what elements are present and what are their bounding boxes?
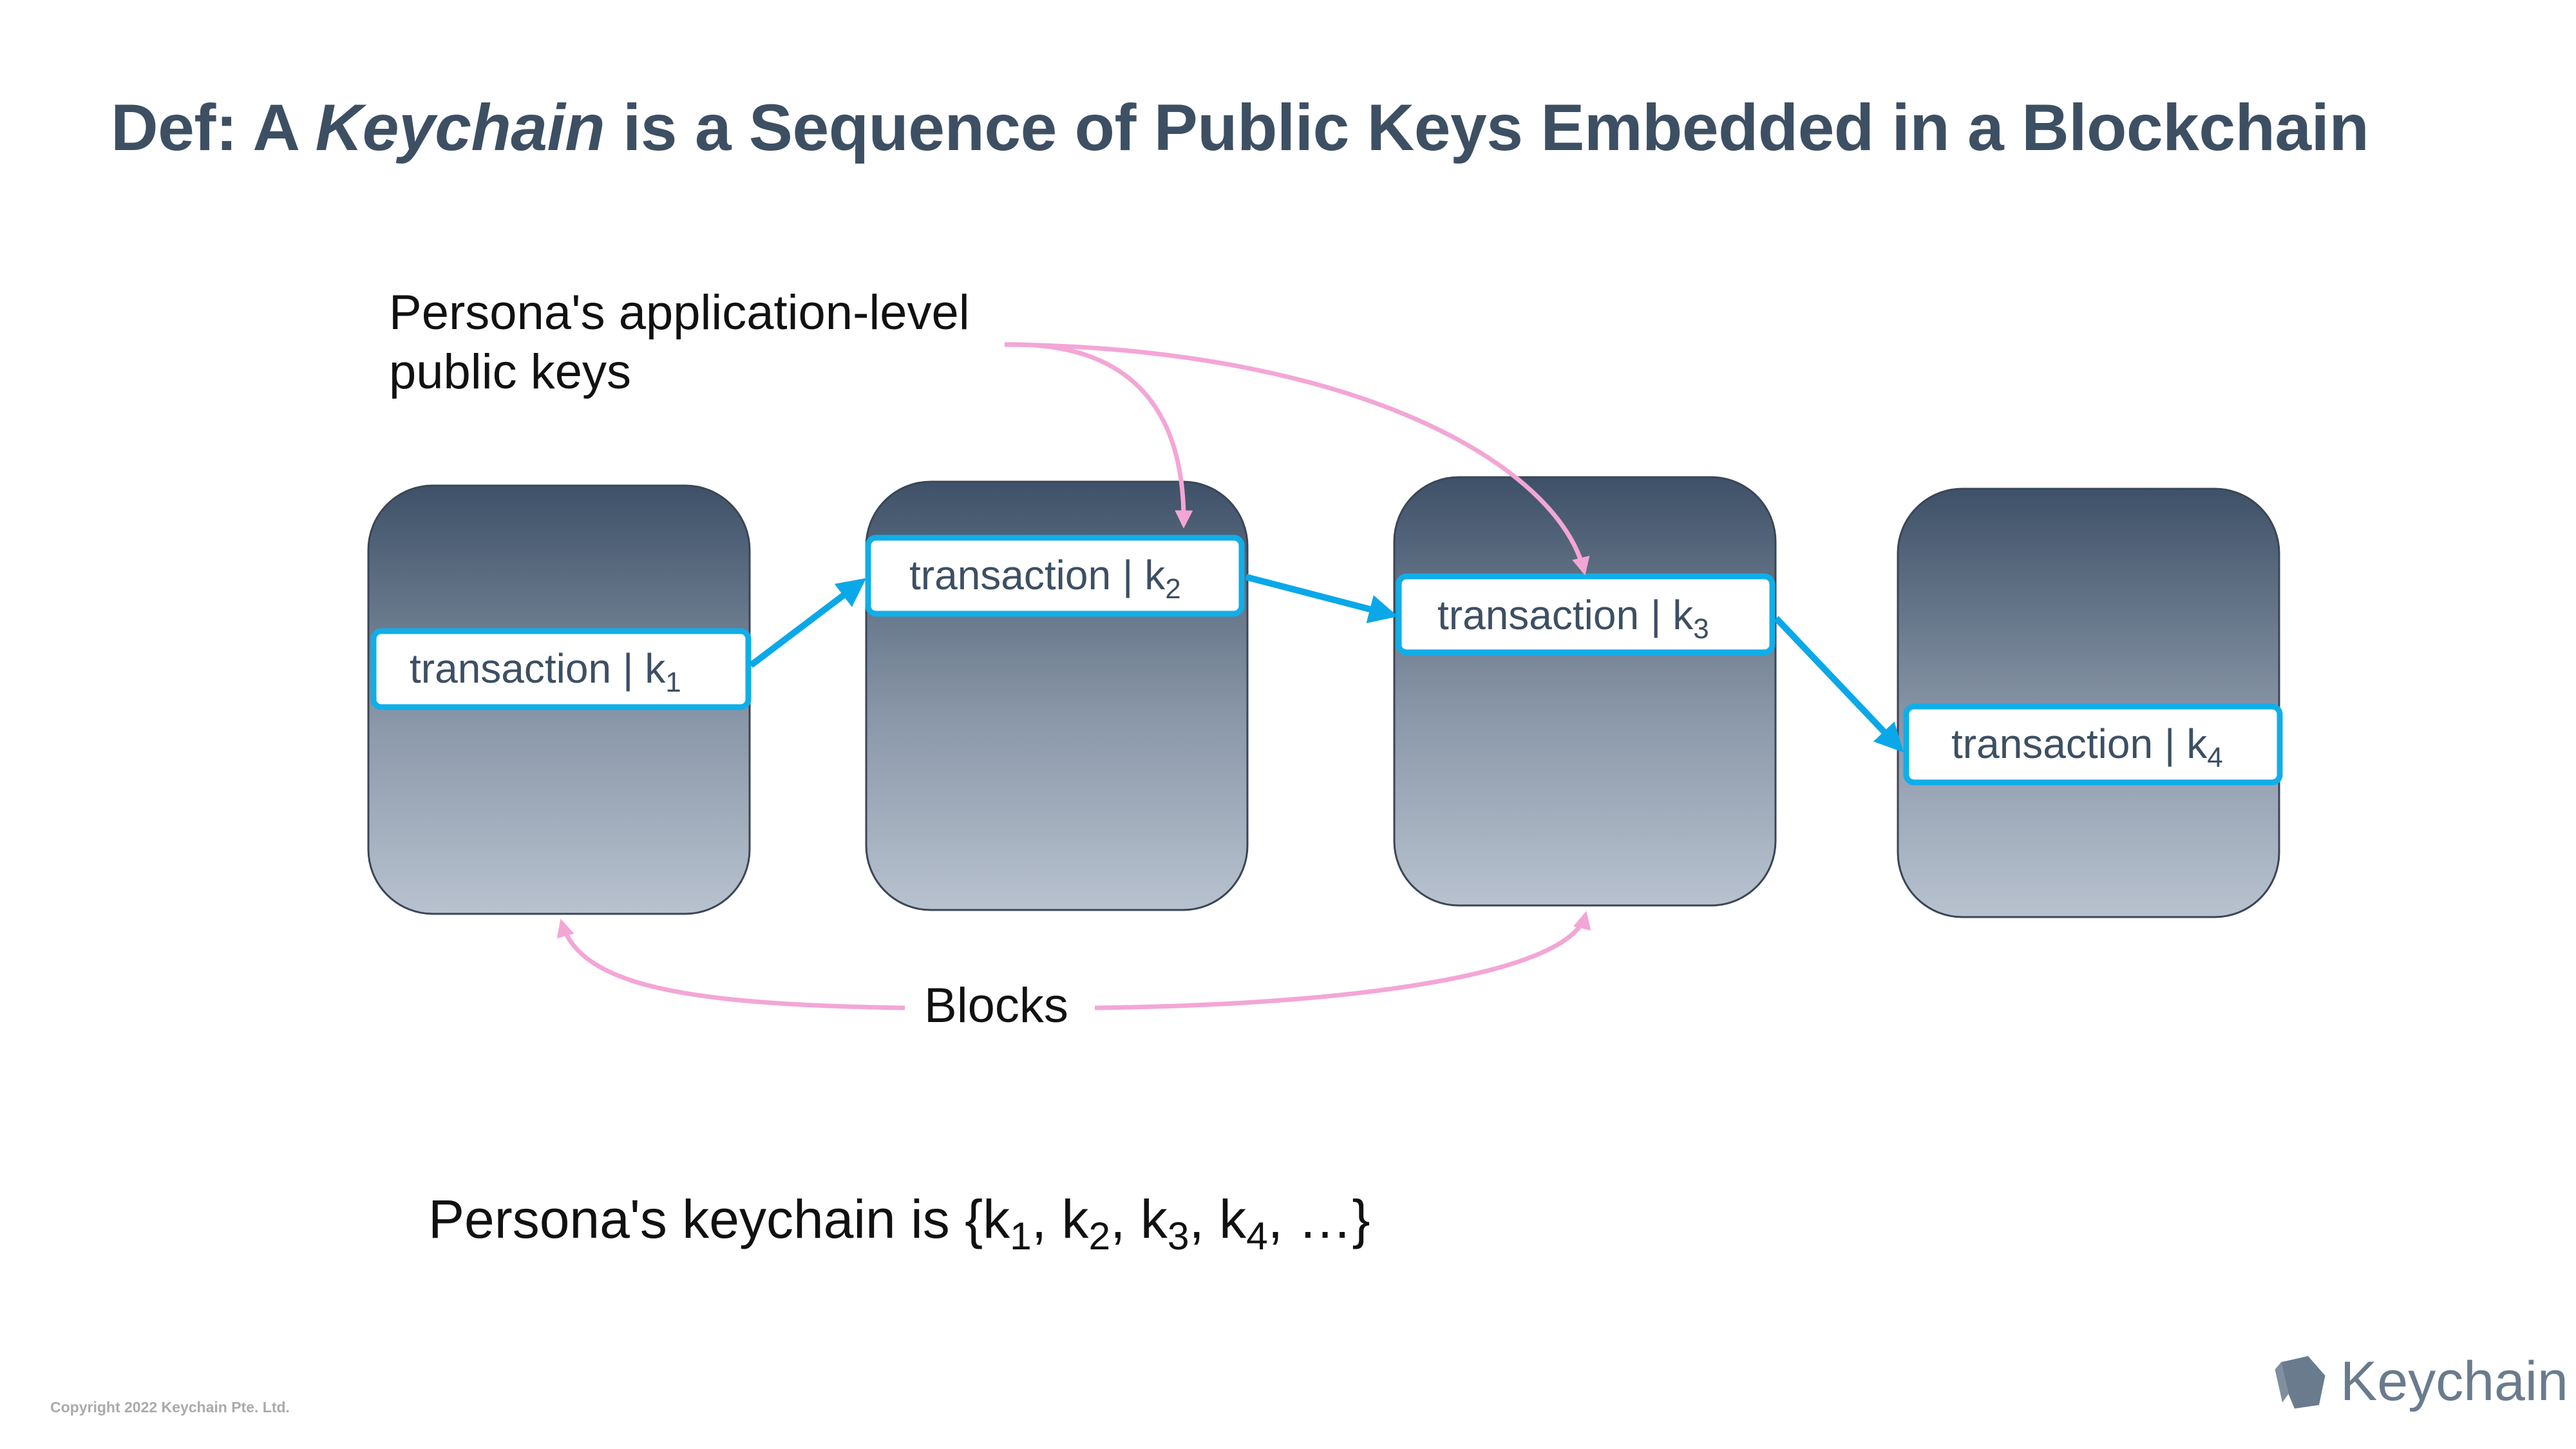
brand-logo: Keychain	[2270, 1346, 2568, 1417]
copyright-notice: Copyright 2022 Keychain Pte. Ltd.	[50, 1399, 290, 1416]
brand-name: Keychain	[2340, 1350, 2568, 1412]
svg-text:transaction | k3: transaction | k3	[1437, 592, 1709, 645]
summary-prefix: Persona's keychain is {	[428, 1189, 983, 1249]
transaction-label: transaction | k	[1951, 721, 2208, 767]
transaction-key-subscript: 1	[665, 667, 681, 698]
chain-arrow-1-2	[748, 578, 867, 668]
transaction-box-1: transaction | k1	[370, 628, 752, 710]
title-suffix: is a Sequence of Public Keys Embedded in…	[605, 91, 2369, 164]
transaction-label: transaction | k	[909, 552, 1166, 598]
svg-text:transaction | k1: transaction | k1	[410, 645, 681, 698]
summary-key-3: k3	[1140, 1189, 1189, 1258]
svg-text:transaction | k2: transaction | k2	[909, 552, 1181, 605]
summary-key-1: k1	[983, 1189, 1032, 1258]
transaction-key-subscript: 4	[2207, 742, 2222, 773]
chain-arrow-3-4	[1774, 616, 1904, 753]
summary-key-2: k2	[1061, 1189, 1111, 1258]
callout-line-2: public keys	[389, 345, 631, 399]
summary-key-4: k4	[1219, 1189, 1268, 1258]
annotation-arrow-to-k3	[1004, 342, 1590, 576]
slide-title: Def: A Keychain is a Sequence of Public …	[111, 90, 2369, 166]
callout-line-1: Persona's application-level	[389, 285, 970, 340]
public-keys-callout: Persona's application-level public keys	[389, 283, 1097, 402]
blocks-label: Blocks	[924, 978, 1068, 1033]
block-4	[1897, 488, 2280, 918]
transaction-key-subscript: 3	[1693, 613, 1709, 645]
transaction-label: transaction | k	[1437, 592, 1694, 638]
title-prefix: Def: A	[111, 91, 316, 164]
summary-suffix: , …}	[1267, 1189, 1370, 1249]
svg-text:transaction | k4: transaction | k4	[1951, 721, 2223, 773]
transaction-box-4: transaction | k4	[1903, 703, 2283, 786]
chain-arrow-2-3	[1245, 574, 1398, 623]
keychain-logo-icon	[2275, 1356, 2325, 1408]
transaction-label: transaction | k	[410, 645, 666, 692]
keychain-summary: Persona's keychain is {k1, k2, k3, k4, ……	[428, 1189, 1370, 1258]
title-emphasis: Keychain	[315, 91, 605, 164]
transaction-box-3: transaction | k3	[1396, 573, 1776, 656]
transaction-key-subscript: 2	[1165, 573, 1180, 605]
block-3	[1393, 476, 1777, 907]
annotation-arrow-to-block-3	[1094, 911, 1591, 1010]
annotation-arrow-to-block-1	[556, 918, 905, 1010]
transaction-box-2: transaction | k2	[865, 535, 1245, 617]
